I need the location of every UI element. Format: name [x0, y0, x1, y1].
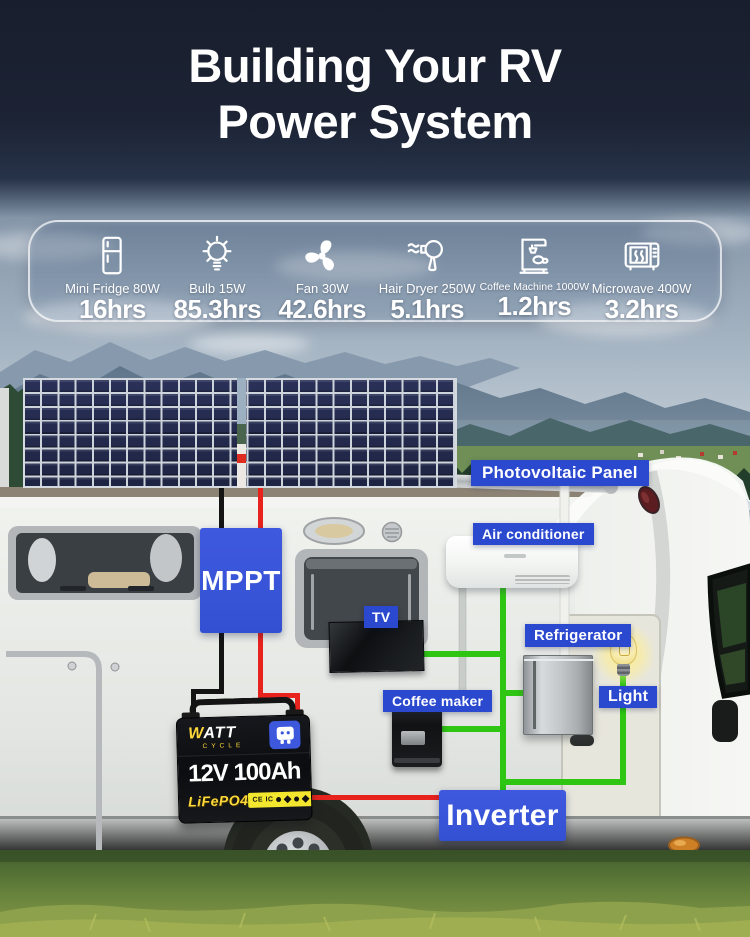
coffee-maker-unit — [392, 707, 442, 767]
battery-bottom-row: LiFePO4 CE IC — [179, 785, 313, 810]
red-marker-light — [638, 486, 660, 514]
appliance-hair-dryer: Hair Dryer 250W 5.1hrs — [375, 230, 480, 323]
coffee-branch-wire — [440, 726, 504, 732]
roof-vent — [303, 517, 365, 545]
cert-marks: CE IC — [252, 795, 274, 804]
battery-plug-chip — [268, 720, 301, 750]
inverter-label: Inverter — [446, 798, 559, 832]
light-bulb-base — [617, 664, 630, 676]
appliance-label: Hair Dryer 250W — [378, 281, 476, 296]
battery-top-band: WATT CYCLE — [176, 715, 310, 757]
brand-sub: CYCLE — [202, 741, 245, 751]
small-vent — [381, 521, 403, 543]
appliance-fan: Fan 30W 42.6hrs — [270, 230, 375, 323]
light-branch-wire — [500, 779, 626, 785]
left-window — [8, 526, 202, 600]
grass — [0, 850, 750, 937]
refrigerator-label: Refrigerator — [525, 624, 632, 647]
appliance-microwave: Microwave 400W 3.2hrs — [589, 230, 694, 323]
battery-chemistry: LiFePO4 — [187, 791, 249, 810]
appliance-label: Fan 30W — [295, 281, 349, 296]
appliance-coffee-machine: Coffee Machine 1000W 1.2hrs — [479, 230, 590, 323]
solar-panel — [23, 378, 457, 488]
battery-case: WATT CYCLE 12V 100Ah LiFePO4 CE IC — [175, 714, 313, 824]
hair-dryer-icon — [404, 232, 450, 280]
mini-fridge-icon — [89, 232, 135, 280]
pv-negative-wire-jog — [191, 689, 224, 694]
coffee-machine-icon — [511, 232, 557, 280]
appliance-hours: 5.1hrs — [390, 294, 464, 324]
brand-w: W — [187, 725, 204, 743]
left-post — [0, 388, 9, 504]
appliance-hours: 3.2hrs — [604, 294, 679, 324]
pv-negative-wire-drop — [191, 689, 196, 715]
battery-rating: 12V 100Ah — [187, 757, 301, 788]
fridge-branch-wire — [500, 690, 528, 696]
cab-window — [707, 563, 750, 699]
cab-door-handle — [712, 700, 738, 742]
appliance-runtime-card: Mini Fridge 80W 16hrs Bulb 15W 85.3hrs — [28, 220, 722, 323]
air-conditioner-label: Air conditioner — [473, 523, 594, 545]
appliance-hours: 42.6hrs — [278, 294, 367, 324]
appliance-hours: 1.2hrs — [497, 291, 572, 321]
inverter-box: Inverter — [439, 790, 566, 841]
fan-icon — [299, 232, 345, 280]
appliance-bulb: Bulb 15W 85.3hrs — [165, 230, 270, 323]
pv-positive-wire-jog — [258, 693, 300, 698]
title-line-1: Building Your RV — [188, 39, 562, 92]
page-title: Building Your RV Power System — [0, 38, 750, 151]
battery: WATT CYCLE 12V 100Ah LiFePO4 CE IC — [175, 696, 313, 826]
solar-panel-gap — [237, 378, 246, 488]
pv-positive-wire-drop — [295, 693, 300, 715]
appliance-label: Bulb 15W — [189, 281, 246, 296]
light-label: Light — [599, 686, 658, 708]
appliance-label: Mini Fridge 80W — [65, 281, 160, 296]
refrigerator-unit — [523, 655, 594, 735]
appliance-label: Microwave 400W — [591, 281, 692, 296]
appliance-label: Coffee Machine 1000W — [479, 281, 590, 293]
mppt-box: MPPT — [200, 528, 282, 633]
battery-brand-logo: WATT CYCLE — [187, 724, 245, 751]
header: Building Your RV Power System — [0, 0, 750, 218]
title-line-2: Power System — [217, 95, 533, 149]
tv-branch-wire — [421, 651, 504, 657]
appliance-hours: 16hrs — [79, 294, 146, 324]
mppt-label: MPPT — [201, 564, 281, 596]
light-drop-wire — [620, 676, 626, 785]
appliance-hours: 85.3hrs — [173, 294, 262, 324]
photovoltaic-panel-label: Photovoltaic Panel — [471, 460, 649, 486]
tv-label: TV — [364, 606, 399, 628]
appliance-mini-fridge: Mini Fridge 80W 16hrs — [60, 230, 165, 323]
bulb-icon — [194, 232, 240, 280]
microwave-icon — [619, 232, 665, 280]
plug-icon — [276, 726, 294, 744]
battery-inverter-wire — [305, 795, 445, 800]
battery-cert-badge: CE IC — [248, 790, 313, 808]
coffee-maker-label: Coffee maker — [383, 690, 493, 712]
brand-rest: ATT — [203, 724, 237, 743]
